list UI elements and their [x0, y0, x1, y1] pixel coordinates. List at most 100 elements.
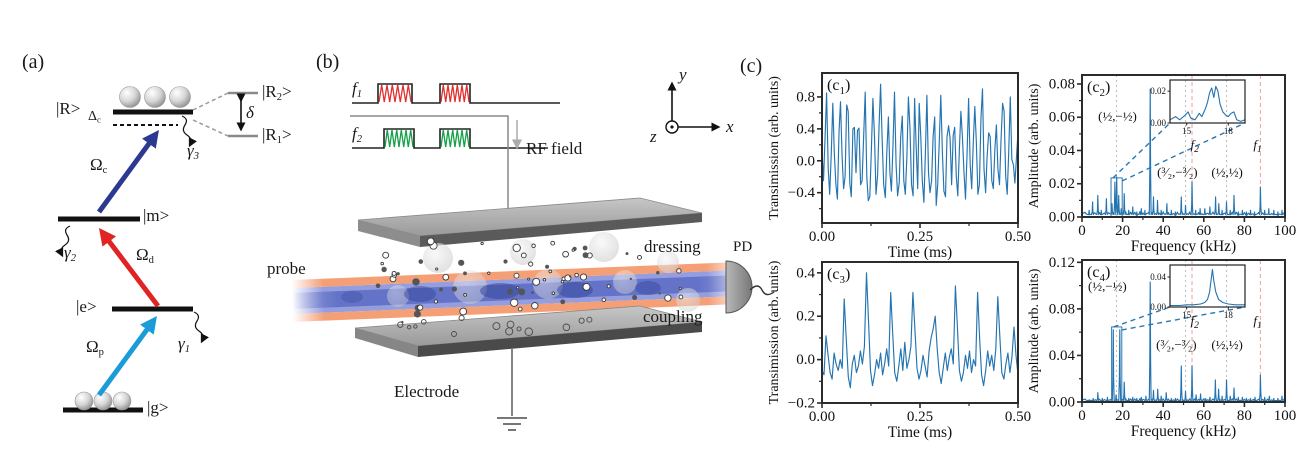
level-label-e: |e>: [76, 297, 97, 316]
omega-d-arrow: [98, 228, 160, 308]
svg-text:0.02: 0.02: [1049, 176, 1075, 192]
svg-text:0.8: 0.8: [796, 89, 815, 105]
svg-text:0.04: 0.04: [1049, 143, 1076, 159]
svg-text:f1: f1: [1253, 313, 1261, 331]
svg-text:15: 15: [1182, 310, 1192, 320]
top-electrode: [357, 197, 703, 247]
rf-wire: [350, 115, 509, 208]
electrode-label: Electrode: [394, 382, 460, 401]
gamma2-label: γ2: [64, 243, 76, 265]
svg-text:Time (ms): Time (ms): [888, 424, 952, 441]
svg-text:0: 0: [1078, 223, 1086, 239]
omega-d-label: Ωd: [136, 245, 154, 267]
svg-text:f1: f1: [1253, 137, 1261, 155]
gamma1-label: γ1: [178, 334, 190, 356]
svg-text:−0.2: −0.2: [788, 396, 815, 412]
svg-text:(³⁄₂,−³⁄₂): (³⁄₂,−³⁄₂): [1156, 337, 1196, 352]
f1-burst-waveform: [378, 84, 412, 103]
rf-field-label: RF field: [526, 139, 583, 158]
svg-text:0.50: 0.50: [1005, 409, 1031, 425]
svg-text:60: 60: [1196, 223, 1211, 239]
svg-text:(½,½): (½,½): [1211, 164, 1242, 179]
coordinate-axes: [665, 81, 721, 134]
pd-label: PD: [733, 239, 753, 255]
svg-text:18: 18: [1224, 126, 1234, 136]
svg-text:(c1): (c1): [827, 77, 850, 97]
svg-text:40: 40: [1156, 223, 1171, 239]
bottom-electrode: [354, 305, 703, 357]
svg-text:0.02: 0.02: [1150, 86, 1166, 96]
svg-text:0.0: 0.0: [796, 153, 815, 169]
svg-text:0.4: 0.4: [796, 121, 815, 137]
svg-text:40: 40: [1156, 408, 1171, 424]
level-diagram: [55, 86, 258, 413]
svg-text:Transimission (arb. units): Transimission (arb. units): [767, 260, 782, 404]
svg-text:0.04: 0.04: [1049, 348, 1076, 364]
svg-text:80: 80: [1237, 408, 1252, 424]
setup-diagram: [291, 81, 775, 431]
svg-text:f2: f2: [1190, 313, 1199, 331]
svg-text:20: 20: [1115, 408, 1130, 424]
pd-signal-wire: [749, 285, 775, 296]
svg-text:0.00: 0.00: [1150, 302, 1166, 312]
dressing-beam-label: dressing: [644, 237, 701, 256]
omega-p-arrow: [96, 315, 157, 397]
level-label-R2: |R2>: [262, 82, 292, 104]
svg-text:0.04: 0.04: [1150, 272, 1166, 282]
panel-c-tag: (c): [740, 55, 763, 77]
svg-text:Time (ms): Time (ms): [888, 244, 952, 260]
svg-text:18: 18: [1224, 310, 1234, 320]
f2-burst-waveform: [440, 129, 470, 148]
svg-text:(½,½): (½,½): [1211, 337, 1242, 352]
svg-text:Amplitude (arb. units): Amplitude (arb. units): [1027, 268, 1042, 393]
detuning-label-delta-c: Δc: [88, 109, 101, 125]
svg-text:−0.4: −0.4: [788, 185, 816, 201]
omega-p-label: Ωp: [86, 337, 104, 359]
rydberg-atoms: [119, 86, 191, 108]
coupling-beam-label: coupling: [643, 307, 703, 326]
svg-text:100: 100: [1274, 223, 1297, 239]
svg-text:Transimission (arb. units): Transimission (arb. units): [767, 76, 782, 220]
gamma2-decay-squiggle: [55, 225, 71, 258]
svg-text:(³⁄₂,−³⁄₂): (³⁄₂,−³⁄₂): [1157, 164, 1197, 179]
f2-pulse-envelope: [352, 128, 548, 149]
svg-text:100: 100: [1274, 408, 1297, 424]
gamma3-label: γ3: [187, 141, 199, 163]
z-axis-label: z: [650, 127, 657, 146]
split-line-upper: [192, 92, 229, 111]
gamma1-decay-squiggle: [193, 311, 209, 344]
svg-text:0.00: 0.00: [809, 409, 835, 425]
svg-text:15: 15: [1182, 126, 1192, 136]
level-label-g: |g>: [147, 398, 169, 417]
y-axis-label: y: [679, 65, 687, 84]
svg-text:0.2: 0.2: [796, 309, 815, 325]
plate-bubbles: [397, 314, 599, 343]
svg-text:0: 0: [1078, 408, 1086, 424]
delta-splitting-label: δ: [246, 103, 254, 122]
svg-text:20: 20: [1115, 223, 1130, 239]
svg-text:0.25: 0.25: [907, 409, 933, 425]
svg-text:f2: f2: [1190, 137, 1199, 155]
f1-burst-waveform: [440, 84, 470, 103]
svg-text:60: 60: [1196, 408, 1211, 424]
svg-text:(c3): (c3): [827, 266, 850, 286]
svg-text:0.50: 0.50: [1005, 229, 1031, 245]
x-axis-label: x: [726, 117, 734, 136]
level-label-m: |m>: [143, 206, 170, 225]
svg-text:0.12: 0.12: [1049, 255, 1075, 271]
f1-label: f1: [352, 79, 362, 101]
ground-atoms: [74, 391, 132, 411]
svg-text:80: 80: [1237, 223, 1252, 239]
svg-text:Frequency (kHz): Frequency (kHz): [1131, 238, 1236, 255]
level-label-R: |R>: [56, 99, 81, 118]
panel-a-tag: (a): [22, 51, 45, 73]
panel-b-tag: (b): [316, 51, 340, 73]
svg-text:0.08: 0.08: [1049, 301, 1075, 317]
svg-text:0.06: 0.06: [1049, 110, 1076, 126]
ground-symbol: [497, 348, 527, 431]
